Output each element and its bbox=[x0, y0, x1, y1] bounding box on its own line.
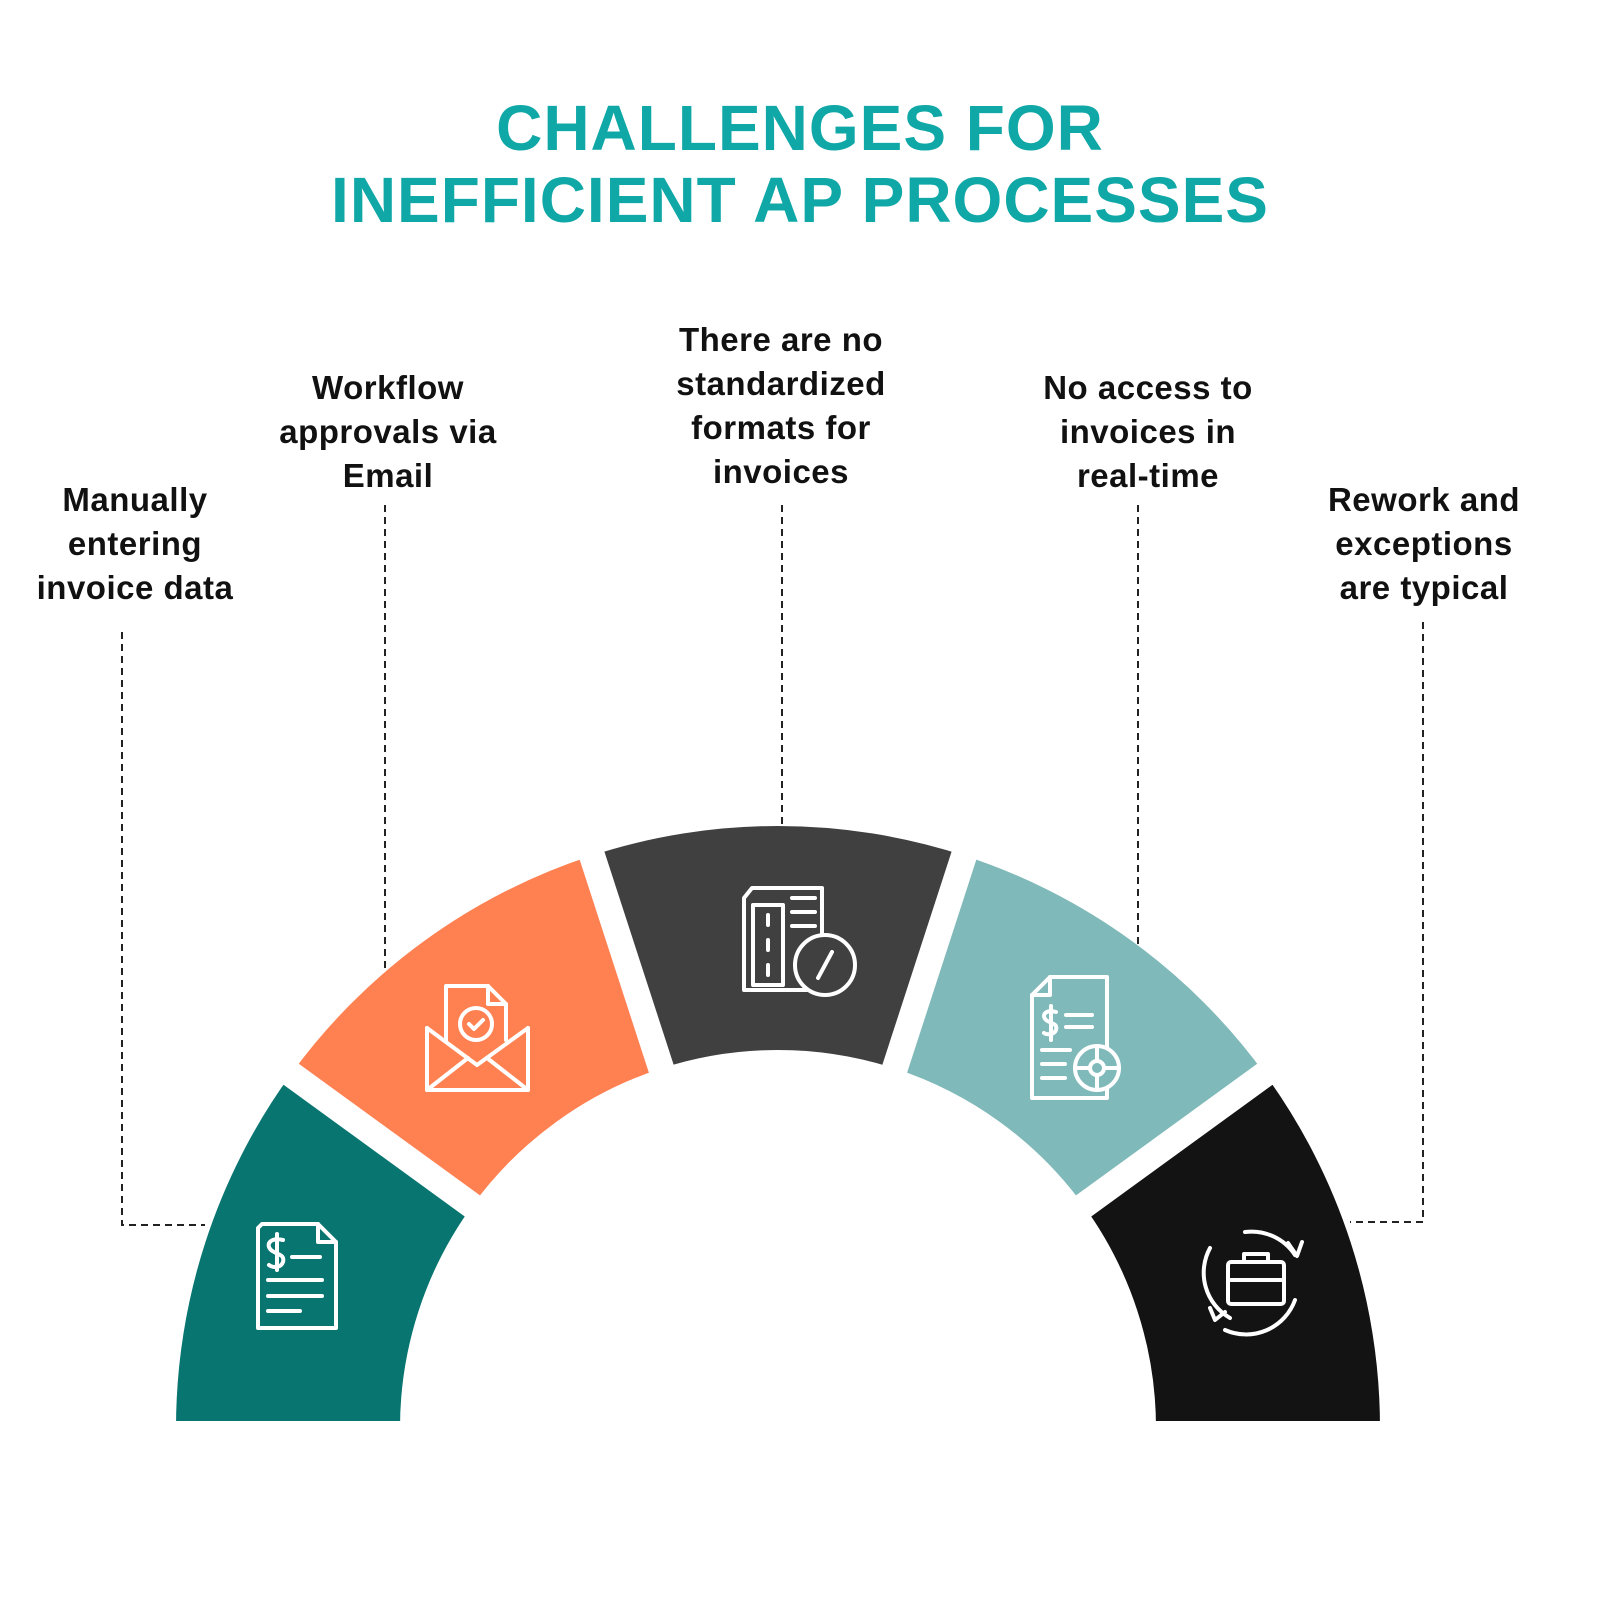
label-line: There are no bbox=[678, 321, 884, 358]
label-manual-entry: Manually entering invoice data bbox=[0, 478, 285, 610]
leader-line-1 bbox=[121, 632, 205, 1226]
label-rework-exceptions: Rework and exceptions are typical bbox=[1274, 478, 1574, 610]
email-approval-icon bbox=[425, 984, 530, 1092]
label-email-approvals: Workflow approvals via Email bbox=[238, 366, 538, 498]
leader-line-5 bbox=[1350, 622, 1424, 1223]
label-no-standard-formats: There are no standardized formats for in… bbox=[631, 318, 931, 494]
arc-segment-3 bbox=[591, 826, 965, 1069]
label-line: Email bbox=[342, 457, 434, 494]
label-line: invoices in bbox=[1059, 413, 1237, 450]
label-line: Workflow bbox=[312, 369, 464, 406]
page-title: CHALLENGES FOR INEFFICIENT AP PROCESSES bbox=[0, 92, 1600, 236]
segment-gap bbox=[576, 841, 677, 1083]
label-line: exceptions bbox=[1335, 525, 1513, 562]
label-line: standardized bbox=[676, 365, 886, 402]
label-line: are typical bbox=[1339, 569, 1509, 606]
arc-segment-2 bbox=[290, 855, 662, 1206]
label-line: formats for bbox=[691, 409, 871, 446]
segment-gap bbox=[275, 1057, 488, 1223]
label-line: invoice data bbox=[36, 569, 234, 606]
document-format-icon bbox=[742, 886, 857, 997]
label-no-realtime-access: No access to invoices in real-time bbox=[998, 366, 1298, 498]
title-line-2: INEFFICIENT AP PROCESSES bbox=[331, 164, 1269, 236]
label-line: entering bbox=[67, 525, 203, 562]
baseline-mask bbox=[0, 1421, 1600, 1600]
segment-gap bbox=[1068, 1057, 1281, 1223]
invoice-access-icon bbox=[1030, 975, 1121, 1100]
label-line: approvals via bbox=[279, 413, 497, 450]
label-line: invoices bbox=[712, 453, 850, 490]
title-line-1: CHALLENGES FOR bbox=[496, 92, 1104, 164]
label-line: Rework and bbox=[1327, 481, 1521, 518]
segment-gap bbox=[879, 841, 980, 1083]
invoice-dollar-icon bbox=[256, 1222, 338, 1330]
arc-segment-4 bbox=[894, 855, 1266, 1206]
label-line: No access to bbox=[1043, 369, 1253, 406]
briefcase-rework-icon bbox=[1201, 1229, 1304, 1337]
label-line: real-time bbox=[1076, 457, 1220, 494]
label-line: Manually bbox=[62, 481, 208, 518]
